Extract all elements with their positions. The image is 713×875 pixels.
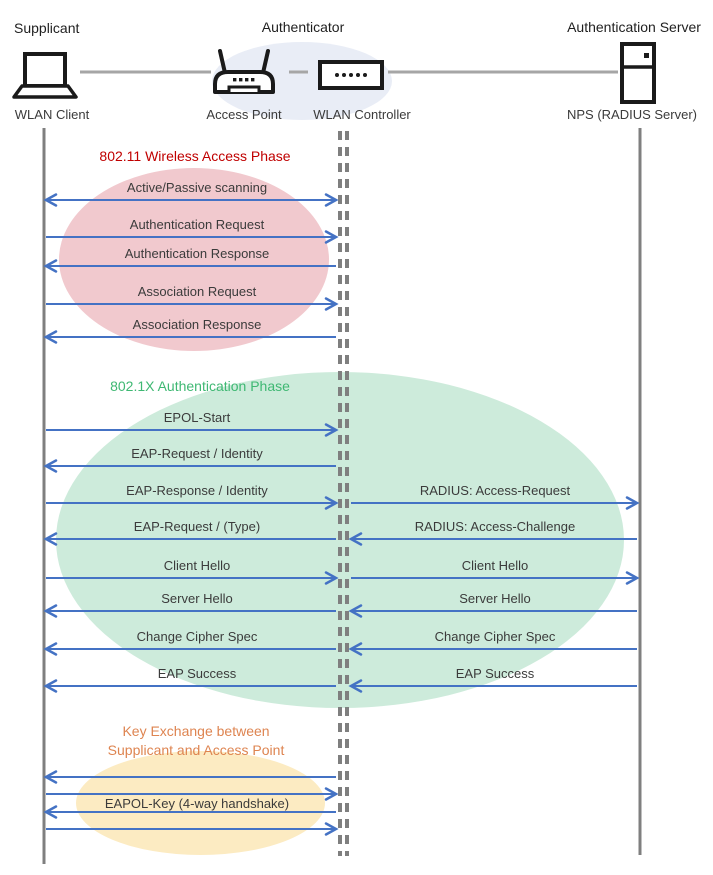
message-label: EAP-Request / Identity	[131, 445, 263, 461]
access-point-icon	[213, 49, 275, 94]
phase3-ellipse	[76, 751, 325, 855]
message-label: EAPOL-Key (4-way handshake)	[104, 795, 290, 811]
message-label: RADIUS: Access-Challenge	[414, 518, 576, 534]
phase3-title-line2: Supplicant and Access Point	[107, 742, 285, 758]
message-label: EAP Success	[455, 665, 535, 681]
laptop-icon	[12, 52, 78, 99]
node-label-nps-radius-server: NPS (RADIUS Server)	[566, 107, 698, 122]
role-label-authenticator: Authenticator	[261, 19, 345, 35]
wlan-controller-icon	[318, 60, 384, 90]
message-label: Active/Passive scanning	[126, 179, 268, 195]
message-label: Client Hello	[163, 557, 231, 573]
role-label-supplicant: Supplicant	[14, 20, 80, 36]
message-label: Authentication Request	[129, 216, 265, 232]
message-label: Server Hello	[459, 590, 531, 606]
message-label: Change Cipher Spec	[136, 628, 258, 644]
message-label: EAP Success	[157, 665, 237, 681]
phase2-title: 802.1X Authentication Phase	[110, 378, 290, 394]
device-icons	[12, 42, 656, 104]
server-icon	[620, 42, 656, 104]
message-label: Server Hello	[161, 590, 233, 606]
message-label: Authentication Response	[124, 245, 270, 261]
role-label-authentication-server: Authentication Server	[567, 19, 701, 35]
phase3-title-line1: Key Exchange between	[122, 723, 270, 739]
message-label: Association Response	[132, 316, 262, 332]
node-label-wlan-client: WLAN Client	[14, 107, 90, 122]
message-label: Client Hello	[461, 557, 529, 573]
message-label: EAP-Request / (Type)	[133, 518, 261, 534]
message-label: Change Cipher Spec	[434, 628, 556, 644]
message-label: EPOL-Start	[163, 409, 231, 425]
message-label: Association Request	[137, 283, 257, 299]
message-label: EAP-Response / Identity	[126, 482, 268, 498]
node-label-wlan-controller: WLAN Controller	[313, 107, 411, 122]
message-label: RADIUS: Access-Request	[419, 482, 571, 498]
node-label-access-point: Access Point	[206, 107, 282, 122]
phase1-title: 802.11 Wireless Access Phase	[99, 148, 291, 164]
phase1-ellipse	[59, 168, 329, 351]
